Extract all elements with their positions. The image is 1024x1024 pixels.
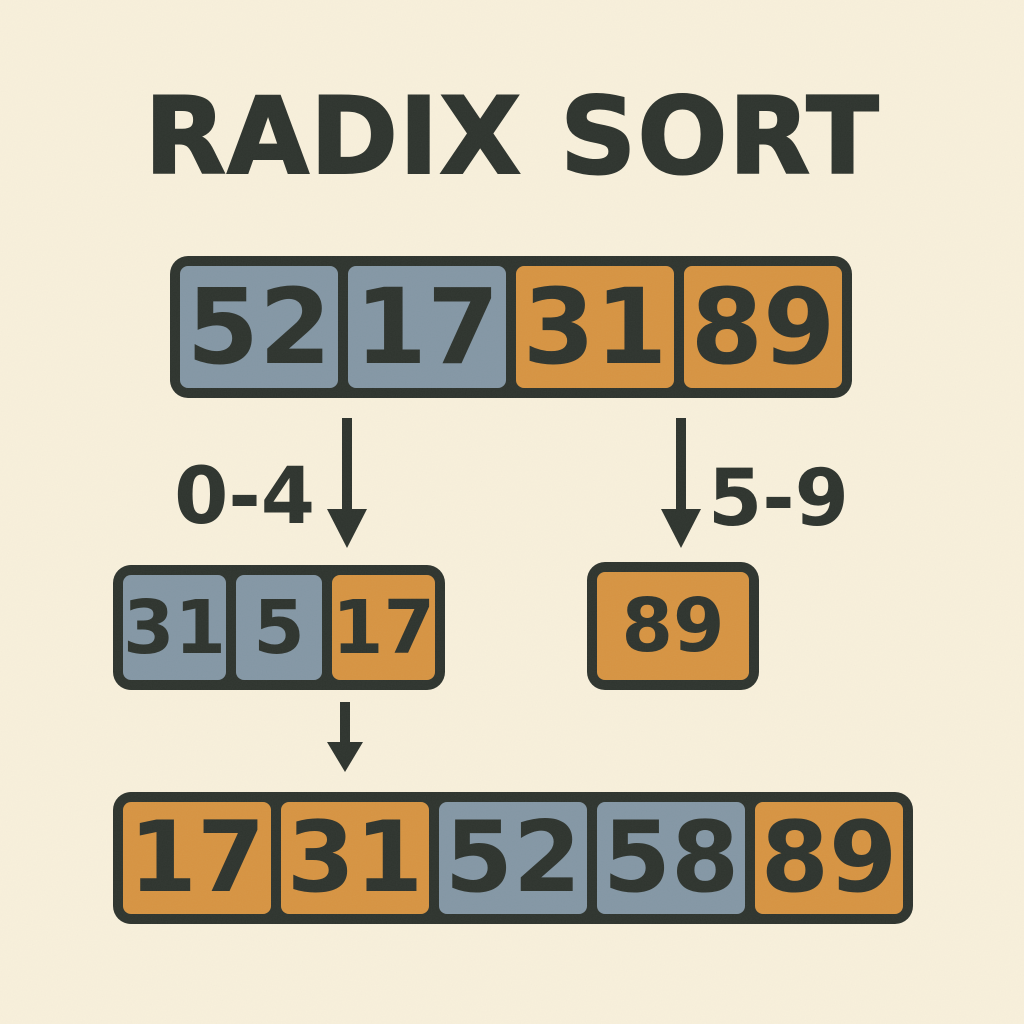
array-cell: 89 (684, 266, 842, 388)
array-cell: 58 (597, 802, 745, 914)
diagram-title: RADIX SORT (143, 75, 880, 198)
input-array: 52 17 31 89 (170, 256, 852, 398)
bucket-range-label-low: 0-4 (174, 452, 315, 542)
array-cell: 17 (123, 802, 271, 914)
output-array: 17 31 52 58 89 (113, 792, 913, 924)
array-cell: 31 (281, 802, 429, 914)
array-cell: 52 (439, 802, 587, 914)
array-cell: 31 (516, 266, 674, 388)
array-cell: 17 (348, 266, 506, 388)
bucket-high-array: 89 (587, 562, 759, 690)
array-cell: 5 (235, 575, 323, 680)
down-arrow-right-icon (661, 418, 701, 548)
array-cell: 17 (332, 575, 435, 680)
array-cell: 31 (123, 575, 226, 680)
bucket-low-array: 31 5 17 (113, 565, 445, 690)
array-cell: 89 (755, 802, 903, 914)
array-cell: 89 (597, 572, 749, 680)
down-arrow-left-icon (327, 418, 367, 548)
array-cell: 52 (180, 266, 338, 388)
down-arrow-merge-icon (327, 702, 363, 772)
bucket-range-label-high: 5-9 (708, 454, 849, 544)
